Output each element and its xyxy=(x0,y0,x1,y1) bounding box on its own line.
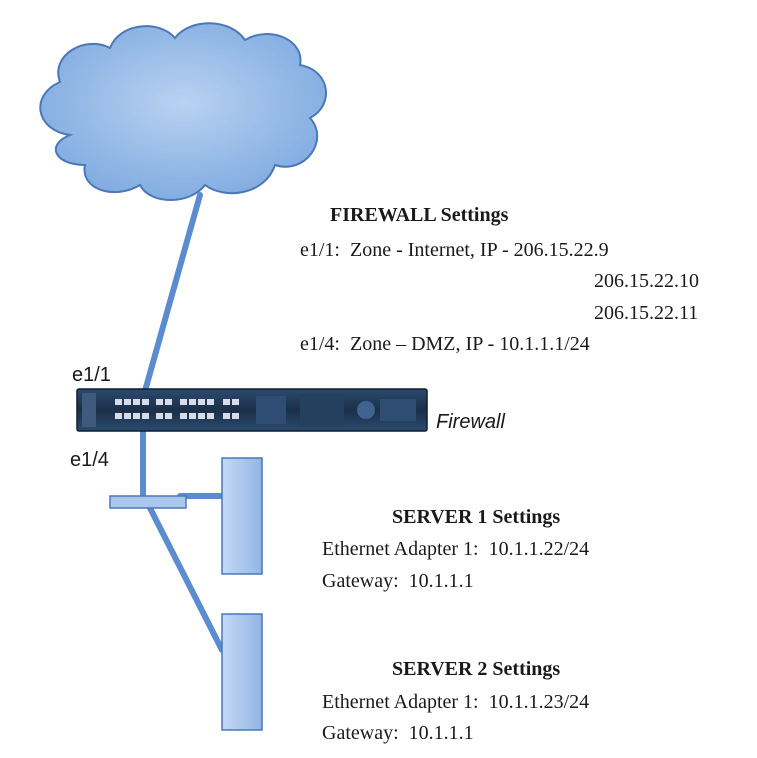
server-2-icon xyxy=(221,613,263,731)
cloud-to-firewall-link xyxy=(140,192,203,401)
port-e1-1-label: e1/1 xyxy=(72,364,111,386)
firewall-settings-heading: FIREWALL Settings xyxy=(330,204,509,226)
server-2-adapter: Ethernet Adapter 1: 10.1.1.23/24 xyxy=(322,691,590,713)
firewall-settings-line: 206.15.22.11 xyxy=(594,302,699,324)
firewall-appliance-icon xyxy=(76,388,428,432)
firewall-label: Firewall xyxy=(436,411,505,433)
firewall-settings-line: 206.15.22.10 xyxy=(594,270,699,292)
firewall-settings-line: e1/4: Zone – DMZ, IP - 10.1.1.1/24 xyxy=(300,333,590,355)
port-e1-4-label: e1/4 xyxy=(70,449,109,471)
server-1-adapter: Ethernet Adapter 1: 10.1.1.22/24 xyxy=(322,538,590,560)
server-2-settings-heading: SERVER 2 Settings xyxy=(392,658,561,680)
internet-cloud-icon xyxy=(39,22,327,201)
switch-to-server2-link xyxy=(147,505,225,653)
server-1-settings-heading: SERVER 1 Settings xyxy=(392,506,561,528)
firewall-settings-line: e1/1: Zone - Internet, IP - 206.15.22.9 xyxy=(300,239,609,261)
server-1-icon xyxy=(221,457,263,575)
switch-bar xyxy=(109,495,187,509)
server-2-gateway: Gateway: 10.1.1.1 xyxy=(322,722,474,744)
server-1-gateway: Gateway: 10.1.1.1 xyxy=(322,570,474,592)
